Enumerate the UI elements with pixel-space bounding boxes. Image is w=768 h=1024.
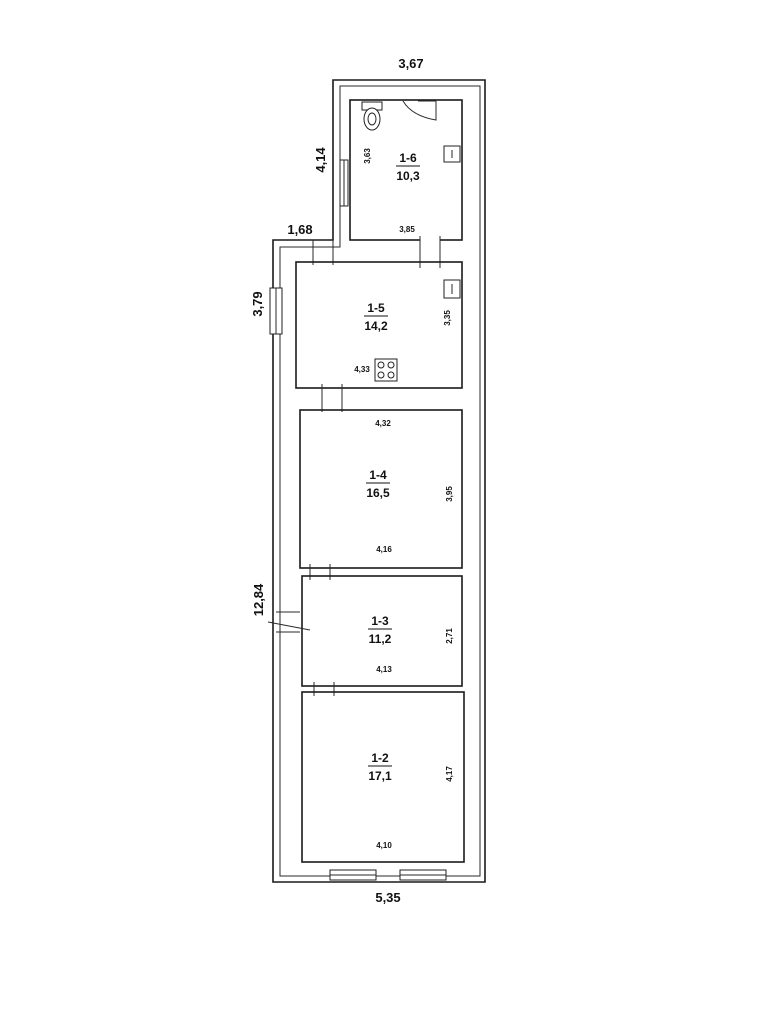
room-1-2-id: 1-2 xyxy=(371,751,389,765)
door-opening-1-4-1-3 xyxy=(309,564,331,580)
outer-step-width: 1,68 xyxy=(287,222,312,237)
sink-icon xyxy=(443,145,461,163)
room-1-2-bottom-dim: 4,10 xyxy=(376,841,392,850)
room-1-2-side-dim: 4,17 xyxy=(445,766,454,782)
room-1-3-side-dim: 2,71 xyxy=(445,628,454,644)
room-1-5: 1-5 14,2 3,35 4,33 xyxy=(295,261,463,389)
room-1-3: 1-3 11,2 2,71 4,13 xyxy=(301,575,463,687)
window-icon xyxy=(339,159,349,207)
outer-bottom-width: 5,35 xyxy=(375,890,400,905)
room-1-6-area: 10,3 xyxy=(396,169,420,183)
outer-middle-left-height: 3,79 xyxy=(250,291,265,316)
room-1-4-side-dim: 3,95 xyxy=(445,486,454,502)
toilet-icon xyxy=(361,101,383,131)
room-1-4: 4,32 1-4 16,5 3,95 4,16 xyxy=(299,409,463,569)
room-1-5-side-dim: 3,35 xyxy=(443,310,452,326)
outer-top-width: 3,67 xyxy=(398,56,423,71)
room-1-6-bottom-dim: 3,85 xyxy=(399,225,415,234)
room-1-5-bottom-dim: 4,33 xyxy=(354,365,370,374)
window-icon-1-5 xyxy=(269,287,283,335)
outer-lower-left-height: 12,84 xyxy=(251,583,266,616)
room-1-5-area: 14,2 xyxy=(364,319,388,333)
room-1-4-area: 16,5 xyxy=(366,486,390,500)
outer-upper-left-height: 4,14 xyxy=(313,147,328,173)
room-1-3-id: 1-3 xyxy=(371,614,389,628)
room-1-3-bottom-dim: 4,13 xyxy=(376,665,392,674)
door-opening-1-5-1-4 xyxy=(321,384,343,412)
door-icon xyxy=(402,100,437,121)
room-1-4-bottom-dim: 4,16 xyxy=(376,545,392,554)
window-icon-bottom xyxy=(329,869,447,881)
room-1-3-area: 11,2 xyxy=(369,632,392,646)
door-opening-1-3-1-2 xyxy=(313,682,335,696)
sink-icon-kitchen xyxy=(443,279,461,299)
entrance-door-icon xyxy=(267,611,311,633)
room-1-4-top-dim: 4,32 xyxy=(375,419,391,428)
room-1-2: 1-2 17,1 4,17 4,10 xyxy=(301,691,465,863)
room-1-5-id: 1-5 xyxy=(367,301,385,315)
room-1-6: 1-6 10,3 3,63 3,85 xyxy=(349,99,463,241)
stove-icon xyxy=(374,358,398,382)
room-1-4-id: 1-4 xyxy=(369,468,387,482)
room-1-6-id: 1-6 xyxy=(399,151,417,165)
room-1-6-side-dim: 3,63 xyxy=(363,148,372,164)
room-1-2-area: 17,1 xyxy=(368,769,392,783)
